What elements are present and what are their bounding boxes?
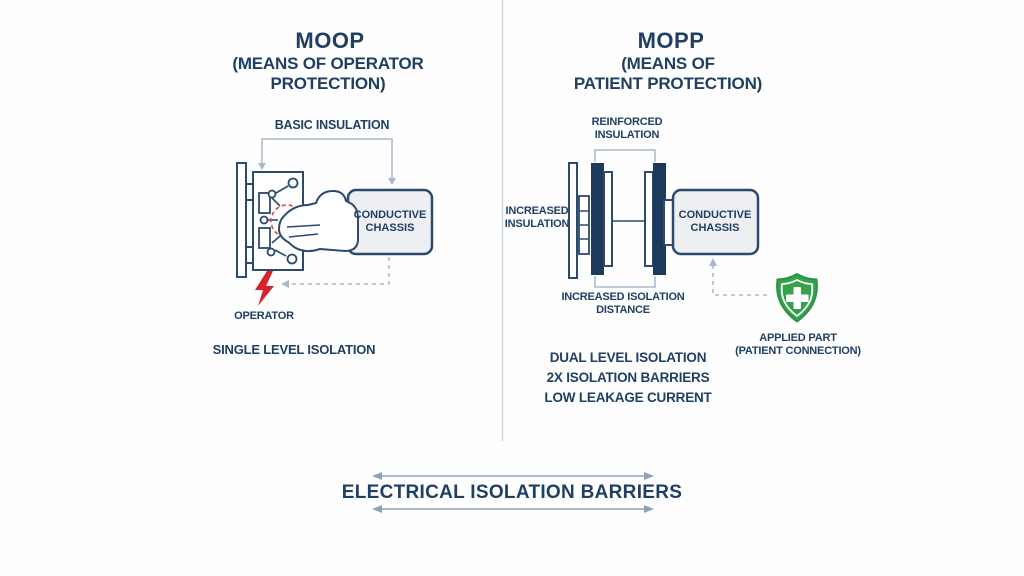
isolation-distance-line2: DISTANCE: [596, 303, 650, 316]
right-chassis-label-line2: CHASSIS: [690, 221, 740, 234]
isolation-distance-label: INCREASED ISOLATION DISTANCE: [561, 291, 684, 317]
mopp-subtitle-line2: PATIENT PROTECTION): [573, 74, 763, 94]
applied-part-line2: (PATIENT CONNECTION): [735, 344, 861, 357]
mopp-subtitle-line1: (MEANS OF: [621, 54, 715, 73]
moop-subtitle-line1: (MEANS OF OPERATOR: [232, 54, 424, 73]
reinforced-insulation-line1: REINFORCED: [591, 116, 663, 128]
increased-insulation-line1: INCREASED: [505, 205, 569, 217]
right-chassis-label-line1: CONDUCTIVE: [678, 209, 752, 221]
mopp-feature-list: DUAL LEVEL ISOLATION 2X ISOLATION BARRIE…: [544, 348, 711, 408]
right-dashed-feedback: [709, 258, 771, 296]
left-chassis-label-line2: CHASSIS: [365, 221, 415, 234]
moop-title: MOOP: [295, 28, 365, 53]
reinforced-insulation-line2: INSULATION: [594, 128, 660, 141]
barrier-2: [653, 163, 666, 275]
equipment-panel: [236, 162, 254, 278]
increased-insulation-label: INCREASED INSULATION: [504, 205, 570, 231]
footer-arrows: [372, 472, 654, 513]
left-dashed-feedback: [281, 257, 390, 288]
feature-low-leakage-current: LOW LEAKAGE CURRENT: [544, 390, 712, 405]
moop-subtitle-line2: PROTECTION): [270, 74, 386, 94]
single-level-isolation-label: SINGLE LEVEL ISOLATION: [212, 342, 376, 357]
mopp-title: MOPP: [637, 28, 705, 53]
isolation-distance-line1: INCREASED ISOLATION: [561, 291, 685, 303]
left-chassis-label-line1: CONDUCTIVE: [353, 209, 427, 221]
footer-title: ELECTRICAL ISOLATION BARRIERS: [341, 482, 683, 503]
reinforced-insulation-bracket: [594, 149, 656, 162]
right-chassis-box: [671, 188, 760, 256]
hand-icon: [277, 189, 359, 253]
reinforced-insulation-label: REINFORCED INSULATION: [592, 116, 663, 142]
shield-cross-icon: [776, 272, 818, 323]
applied-part-label: APPLIED PART (PATIENT CONNECTION): [735, 332, 861, 358]
applied-part-line1: APPLIED PART: [759, 332, 837, 344]
basic-insulation-bracket: [258, 138, 396, 185]
increased-insulation-line2: INSULATION: [504, 217, 570, 230]
barrier-1: [591, 163, 604, 275]
mopp-subtitle: (MEANS OF PATIENT PROTECTION): [574, 54, 762, 94]
feature-2x-isolation-barriers: 2X ISOLATION BARRIERS: [546, 370, 710, 385]
lightning-icon: [255, 271, 274, 306]
basic-insulation-label: BASIC INSULATION: [274, 118, 390, 132]
isolation-barriers: [568, 162, 676, 279]
operator-label: OPERATOR: [234, 310, 294, 322]
feature-dual-level-isolation: DUAL LEVEL ISOLATION: [549, 350, 707, 365]
left-chassis-label: CONDUCTIVE CHASSIS: [354, 209, 427, 235]
moop-subtitle: (MEANS OF OPERATOR PROTECTION): [232, 54, 423, 94]
right-chassis-label: CONDUCTIVE CHASSIS: [679, 209, 752, 235]
isolation-distance-bracket: [594, 276, 656, 288]
